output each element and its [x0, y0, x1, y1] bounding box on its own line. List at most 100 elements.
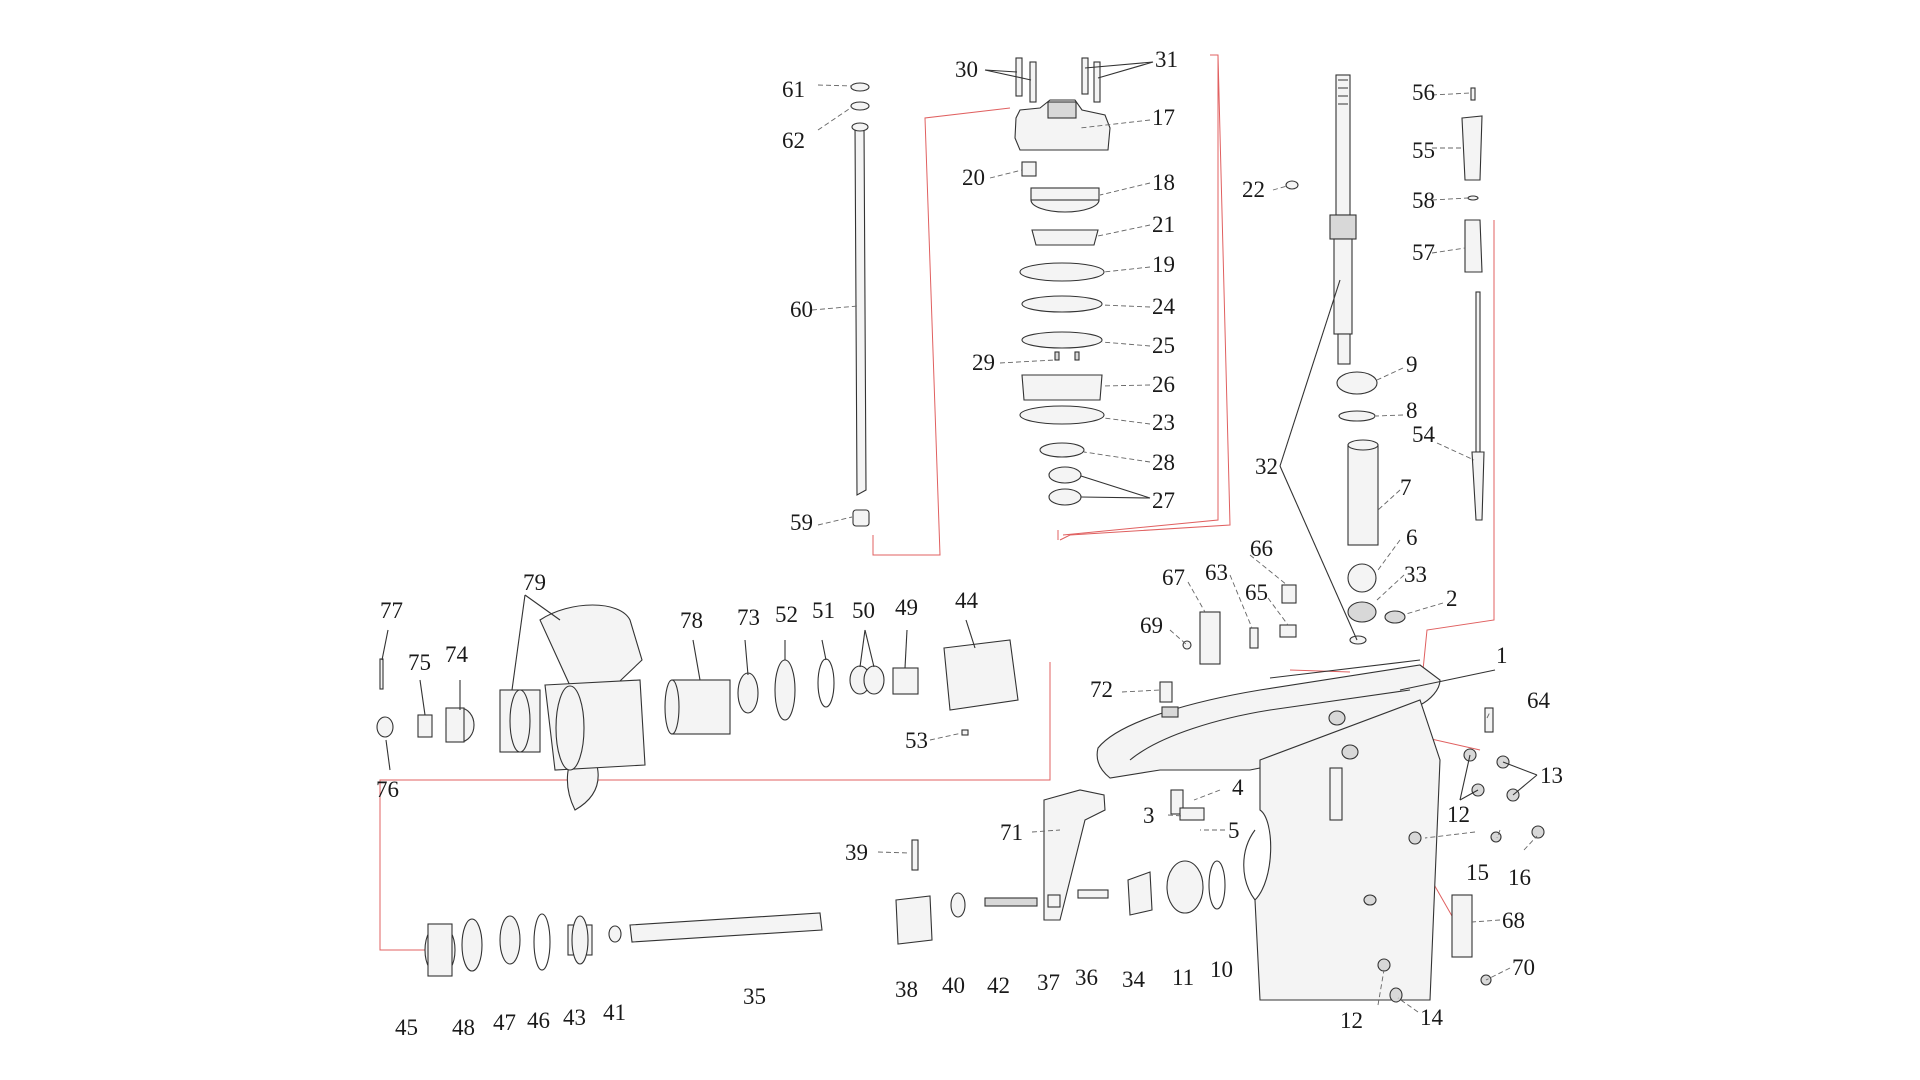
callout-6: 6: [1406, 525, 1418, 550]
callout-39: 39: [845, 840, 868, 865]
callout-61: 61: [782, 77, 805, 102]
water-intake-slot: [1329, 767, 1343, 821]
callout-26: 26: [1152, 372, 1175, 397]
anode-boss: [1408, 831, 1422, 845]
callout-60: 60: [790, 297, 813, 322]
callout-22: 22: [1242, 177, 1265, 202]
callout-45: 45: [395, 1015, 418, 1040]
callout-33: 33: [1404, 562, 1427, 587]
callout-70: 70: [1512, 955, 1535, 980]
callout-32: 32: [1255, 454, 1278, 479]
callout-79: 79: [523, 570, 546, 595]
callout-56: 56: [1412, 80, 1435, 105]
water-tube: [850, 82, 870, 527]
callout-73: 73: [737, 605, 760, 630]
callout-65: 65: [1245, 580, 1268, 605]
callout-30: 30: [955, 57, 978, 82]
callout-43: 43: [563, 1005, 586, 1030]
callout-31: 31: [1155, 47, 1178, 72]
callout-46: 46: [527, 1008, 550, 1033]
shift-rod-parts: [1461, 87, 1485, 521]
oil-fill-plug-hole: [1328, 710, 1346, 726]
callout-41: 41: [603, 1000, 626, 1025]
callout-50: 50: [852, 598, 875, 623]
callout-27: 27: [1152, 488, 1175, 513]
callout-12b: 12: [1340, 1008, 1363, 1033]
callout-76: 76: [376, 777, 399, 802]
callout-35: 35: [743, 984, 766, 1009]
callout-57: 57: [1412, 240, 1435, 265]
callout-3: 3: [1143, 803, 1155, 828]
callout-12a: 12: [1447, 802, 1470, 827]
callout-17: 17: [1152, 105, 1175, 130]
callout-75: 75: [408, 650, 431, 675]
propeller-shaft-gears: [424, 839, 1226, 977]
callout-48: 48: [452, 1015, 475, 1040]
callout-63: 63: [1205, 560, 1228, 585]
callout-16: 16: [1508, 865, 1531, 890]
callout-58: 58: [1412, 188, 1435, 213]
trim-tab-anode: [1043, 789, 1106, 921]
callout-24: 24: [1152, 294, 1176, 319]
callout-51: 51: [812, 598, 835, 623]
callout-77: 77: [380, 598, 403, 623]
callout-47: 47: [493, 1010, 516, 1035]
callout-66: 66: [1250, 536, 1273, 561]
callout-55: 55: [1412, 138, 1435, 163]
callout-72: 72: [1090, 677, 1113, 702]
callout-64: 64: [1527, 688, 1551, 713]
callout-34: 34: [1122, 967, 1146, 992]
callout-37: 37: [1037, 970, 1060, 995]
callout-1: 1: [1496, 643, 1508, 668]
callout-71: 71: [1000, 820, 1023, 845]
callout-38: 38: [895, 977, 918, 1002]
callout-74: 74: [445, 642, 469, 667]
callout-67: 67: [1162, 565, 1185, 590]
drive-shaft-parts: [1285, 180, 1406, 645]
callout-20: 20: [962, 165, 985, 190]
callout-69: 69: [1140, 613, 1163, 638]
callout-8: 8: [1406, 398, 1418, 423]
gearcase-housing: [1096, 659, 1441, 1001]
callout-9: 9: [1406, 352, 1418, 377]
leader-lines: [381, 61, 1538, 1013]
callout-49: 49: [895, 595, 918, 620]
callout-15: 15: [1466, 860, 1489, 885]
callout-53: 53: [905, 728, 928, 753]
callout-78: 78: [680, 608, 703, 633]
callout-13: 13: [1540, 763, 1563, 788]
plugs-and-screws: [1377, 707, 1545, 1003]
water-pump-stack: [1014, 57, 1111, 506]
callout-labels: 1 2 3 4 5 6 7 8 9 10 11 12 12 12 13 14 1…: [376, 47, 1563, 1040]
callout-21: 21: [1152, 212, 1175, 237]
callout-14: 14: [1420, 1005, 1444, 1030]
callout-54: 54: [1412, 422, 1436, 447]
callout-40: 40: [942, 973, 965, 998]
oil-level-plug-hole: [1341, 744, 1359, 760]
callout-25: 25: [1152, 333, 1175, 358]
callout-2: 2: [1446, 586, 1458, 611]
callout-62: 62: [782, 128, 805, 153]
housing-drain-slot: [1161, 706, 1179, 718]
callout-5: 5: [1228, 818, 1240, 843]
callout-19: 19: [1152, 252, 1175, 277]
callout-36: 36: [1075, 965, 1098, 990]
callout-68: 68: [1502, 908, 1525, 933]
callout-29: 29: [972, 350, 995, 375]
callout-59: 59: [790, 510, 813, 535]
lower-plug-hole: [1363, 894, 1377, 906]
drive-shaft: [1329, 74, 1357, 365]
callout-4: 4: [1232, 775, 1244, 800]
callout-11: 11: [1172, 965, 1194, 990]
callout-7: 7: [1400, 475, 1412, 500]
callout-28: 28: [1152, 450, 1175, 475]
shift-cam-parts: [1159, 584, 1473, 958]
callout-23: 23: [1152, 410, 1175, 435]
callout-44: 44: [955, 588, 979, 613]
callout-52: 52: [775, 602, 798, 627]
callout-10: 10: [1210, 957, 1233, 982]
propeller-assembly: [376, 604, 1019, 811]
callout-42: 42: [987, 973, 1010, 998]
callout-18: 18: [1152, 170, 1175, 195]
